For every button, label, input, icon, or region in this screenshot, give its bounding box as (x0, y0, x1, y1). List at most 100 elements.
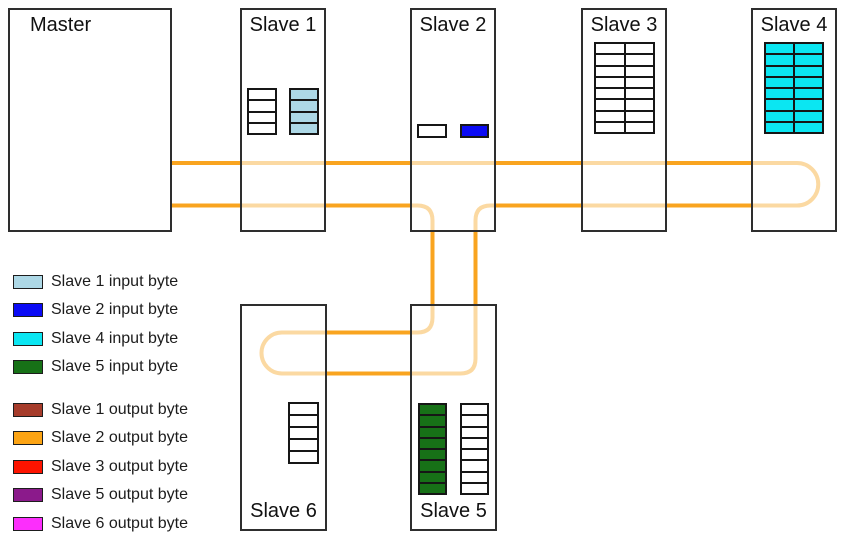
byte-cell (420, 438, 445, 448)
byte-cell (420, 450, 445, 460)
byte-cell (625, 77, 653, 87)
byte-cell (766, 44, 793, 54)
byte-cell (420, 405, 445, 415)
legend-label: Slave 6 output byte (51, 514, 188, 532)
legend-label: Slave 5 output byte (51, 486, 188, 504)
byte-cell (462, 483, 487, 493)
byte-cell (291, 123, 317, 133)
byte-cell (596, 55, 624, 65)
byte-cell (419, 126, 445, 136)
legend-item: Slave 6 output byte (13, 514, 188, 532)
byte-cell (596, 66, 624, 76)
byte-cell (290, 452, 317, 462)
byte-cell (625, 89, 653, 99)
slave6-box: Slave 6 (240, 304, 327, 531)
legend-label: Slave 2 input byte (51, 301, 179, 319)
byte-table-slave4-input (764, 42, 824, 134)
legend-label: Slave 5 input byte (51, 358, 179, 376)
byte-cell (249, 112, 275, 122)
byte-cell (795, 55, 822, 65)
byte-cell (462, 472, 487, 482)
byte-cell (795, 111, 822, 121)
byte-table-slave5-output (460, 403, 489, 495)
byte-cell (795, 89, 822, 99)
legend-item: Slave 5 input byte (13, 358, 188, 376)
slave5-box: Slave 5 (410, 304, 497, 531)
byte-table-slave5-input (418, 403, 447, 495)
byte-cell (420, 483, 445, 493)
slave3-label: Slave 3 (590, 14, 658, 36)
slave4-label: Slave 4 (760, 14, 828, 36)
byte-table-slave3 (594, 42, 655, 134)
legend-label: Slave 1 output byte (51, 400, 188, 418)
byte-cell (625, 55, 653, 65)
legend-item: Slave 4 input byte (13, 329, 188, 347)
slave1-box: Slave 1 (240, 8, 326, 232)
byte-cell (625, 44, 653, 54)
legend-swatch-slave5-output (13, 488, 43, 503)
byte-cell (625, 122, 653, 132)
byte-cell (290, 404, 317, 414)
legend-item: Slave 1 input byte (13, 273, 188, 290)
legend-item: Slave 5 output byte (13, 486, 188, 504)
legend-item: Slave 1 output byte (13, 400, 188, 418)
master-label: Master (30, 14, 92, 36)
byte-cell (420, 416, 445, 426)
byte-cell (596, 100, 624, 110)
byte-cell (766, 77, 793, 87)
byte-cell (291, 112, 317, 122)
legend-label: Slave 4 input byte (51, 329, 179, 347)
byte-cell (291, 90, 317, 100)
legend-item: Slave 2 input byte (13, 301, 188, 319)
byte-cell (596, 89, 624, 99)
byte-cell (766, 100, 793, 110)
byte-cell (625, 66, 653, 76)
byte-table-slave1-input (289, 88, 319, 135)
byte-table-slave2-input (460, 124, 489, 138)
byte-cell (766, 122, 793, 132)
legend-swatch-slave2-input (13, 303, 43, 318)
byte-cell (420, 461, 445, 471)
byte-cell (625, 100, 653, 110)
byte-cell (596, 77, 624, 87)
legend-swatch-slave1-output (13, 402, 43, 417)
byte-cell (462, 450, 487, 460)
legend-swatch-slave2-output (13, 431, 43, 446)
byte-cell (462, 416, 487, 426)
byte-cell (766, 111, 793, 121)
byte-cell (290, 416, 317, 426)
legend-item: Slave 3 output byte (13, 458, 188, 474)
legend-swatch-slave5-input (13, 360, 43, 375)
byte-cell (596, 44, 624, 54)
legend-swatch-slave6-output (13, 516, 43, 531)
legend: Slave 1 input byte Slave 2 input byte Sl… (13, 273, 188, 532)
byte-cell (766, 89, 793, 99)
byte-cell (249, 90, 275, 100)
legend-item: Slave 2 output byte (13, 429, 188, 447)
legend-swatch-slave1-input (13, 275, 43, 289)
byte-cell (462, 461, 487, 471)
byte-cell (766, 66, 793, 76)
byte-cell (249, 123, 275, 133)
legend-swatch-slave4-input (13, 331, 43, 346)
byte-cell (795, 122, 822, 132)
byte-cell (766, 55, 793, 65)
legend-swatch-slave3-output (13, 459, 43, 474)
byte-table-slave6 (288, 402, 319, 464)
byte-cell (290, 428, 317, 438)
byte-cell (462, 126, 487, 136)
byte-cell (420, 472, 445, 482)
slave1-label: Slave 1 (249, 14, 317, 36)
byte-cell (625, 111, 653, 121)
byte-cell (249, 101, 275, 111)
slave2-box: Slave 2 (410, 8, 496, 232)
byte-cell (420, 427, 445, 437)
legend-label: Slave 2 output byte (51, 429, 188, 447)
byte-cell (462, 438, 487, 448)
legend-label: Slave 1 input byte (51, 273, 179, 290)
byte-cell (596, 111, 624, 121)
slave6-label: Slave 6 (250, 500, 317, 522)
byte-cell (596, 122, 624, 132)
